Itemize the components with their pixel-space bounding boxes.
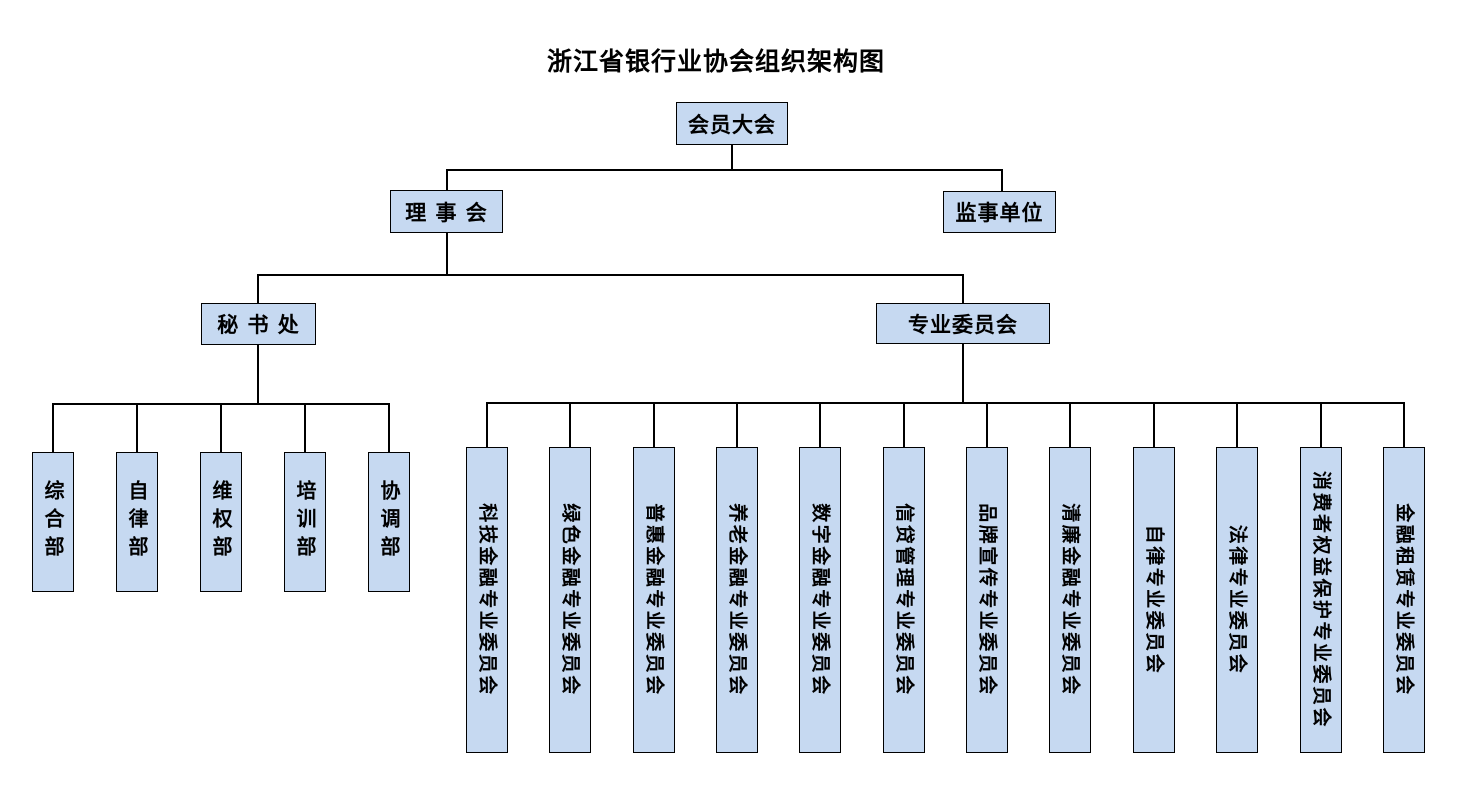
committee-box: 数字金融专业委员会 — [799, 447, 841, 753]
connector-line — [1069, 402, 1071, 447]
committee-box: 法律专业委员会 — [1216, 447, 1258, 753]
committee-label: 绿色金融专业委员会 — [559, 503, 582, 697]
node-label: 秘 书 处 — [217, 312, 300, 337]
committee-label: 普惠金融专业委员会 — [643, 503, 666, 697]
department-box: 自律部 — [116, 452, 158, 592]
node-label: 监事单位 — [955, 200, 1044, 225]
connector-line — [819, 402, 821, 447]
department-box: 协调部 — [368, 452, 410, 592]
committee-box: 消费者权益保护专业委员会 — [1300, 447, 1342, 753]
committee-box: 自律专业委员会 — [1133, 447, 1175, 753]
connector-line — [52, 403, 54, 452]
committee-box: 信贷管理专业委员会 — [883, 447, 925, 753]
committee-label: 养老金融专业委员会 — [726, 503, 749, 697]
department-label: 综合部 — [41, 480, 65, 564]
committee-box: 绿色金融专业委员会 — [549, 447, 591, 753]
connector-line — [446, 233, 448, 274]
committee-label: 清廉金融专业委员会 — [1059, 503, 1082, 697]
committee-label: 信贷管理专业委员会 — [893, 503, 916, 697]
connector-line — [220, 403, 222, 452]
connector-line — [962, 344, 964, 402]
connector-line — [731, 145, 733, 169]
department-label: 自律部 — [125, 480, 149, 564]
committee-label: 金融租赁专业委员会 — [1393, 503, 1416, 697]
committee-box: 清廉金融专业委员会 — [1049, 447, 1091, 753]
connector-line — [136, 403, 138, 452]
committee-box: 品牌宣传专业委员会 — [966, 447, 1008, 753]
connector-line — [736, 402, 738, 447]
node-label: 专业委员会 — [908, 311, 1018, 337]
connector-line — [304, 403, 306, 452]
department-box: 培训部 — [284, 452, 326, 592]
connector-line — [1236, 402, 1238, 447]
connector-line — [1153, 402, 1155, 447]
node-council: 理 事 会 — [390, 190, 503, 233]
connector-line — [962, 274, 964, 303]
connector-line — [486, 402, 1405, 404]
committee-label: 品牌宣传专业委员会 — [976, 503, 999, 697]
connector-line — [388, 403, 390, 452]
connector-line — [257, 345, 259, 403]
connector-line — [446, 169, 1003, 171]
connector-line — [569, 402, 571, 447]
connector-line — [986, 402, 988, 447]
committee-box: 普惠金融专业委员会 — [633, 447, 675, 753]
committee-label: 消费者权益保护专业委员会 — [1310, 470, 1333, 730]
connector-line — [1320, 402, 1322, 447]
node-secretariat: 秘 书 处 — [201, 303, 316, 345]
node-supervisory-units: 监事单位 — [943, 191, 1056, 233]
node-label: 理 事 会 — [405, 199, 488, 225]
department-label: 协调部 — [377, 480, 401, 564]
connector-line — [1001, 169, 1003, 191]
committee-box: 养老金融专业委员会 — [716, 447, 758, 753]
department-label: 培训部 — [293, 480, 317, 564]
connector-line — [446, 169, 448, 190]
connector-line — [257, 274, 964, 276]
committee-label: 自律专业委员会 — [1143, 524, 1166, 676]
committee-label: 科技金融专业委员会 — [476, 503, 499, 697]
connector-line — [903, 402, 905, 447]
connector-line — [1403, 402, 1405, 447]
committee-label: 法律专业委员会 — [1226, 524, 1249, 676]
connector-line — [257, 274, 259, 303]
connector-line — [486, 402, 488, 447]
chart-title: 浙江省银行业协会组织架构图 — [546, 47, 886, 76]
committee-box: 金融租赁专业委员会 — [1383, 447, 1425, 753]
department-box: 维权部 — [200, 452, 242, 592]
department-box: 综合部 — [32, 452, 74, 592]
node-label: 会员大会 — [688, 111, 776, 137]
node-professional-committees: 专业委员会 — [876, 303, 1050, 344]
department-label: 维权部 — [209, 480, 233, 564]
committee-box: 科技金融专业委员会 — [466, 447, 508, 753]
node-member-assembly: 会员大会 — [676, 102, 788, 145]
committee-label: 数字金融专业委员会 — [809, 503, 832, 697]
connector-line — [653, 402, 655, 447]
